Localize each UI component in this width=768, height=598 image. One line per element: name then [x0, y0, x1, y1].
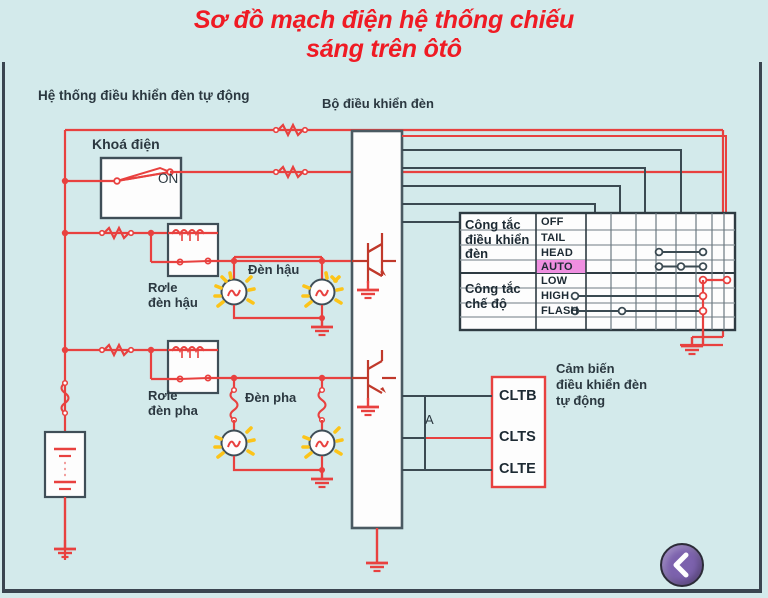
head-relay-label: Rơle đèn pha: [148, 388, 198, 418]
table-row-tail: TAIL: [541, 232, 566, 244]
table-group-mode-switch: Công tắc chế độ: [465, 281, 521, 311]
table-row-auto: AUTO: [541, 261, 573, 273]
node-a-label: A: [425, 412, 434, 427]
sensor-caption-label: Cảm biến điều khiển đèn tự động: [556, 361, 648, 408]
table-row-low: LOW: [541, 275, 568, 287]
slide-title: Sơ đồ mạch điện hệ thống chiếu sáng trên…: [193, 6, 575, 63]
chevron-left-icon: [673, 552, 689, 578]
ignition-on-label: ON: [158, 171, 179, 186]
sensor-pin-clts: CLTS: [499, 429, 536, 445]
auto-light-system-label: Hệ thống điều khiển đèn tự động: [38, 88, 250, 103]
back-button[interactable]: [660, 543, 704, 587]
table-group-light-switch: Công tắc điều khiển đèn: [465, 217, 530, 261]
ignition-switch-label: Khoá điện: [92, 136, 160, 152]
sensor-pin-cltb: CLTB: [499, 388, 537, 404]
head-lamp-label: Đèn pha: [245, 390, 297, 405]
tail-lamp-label: Đèn hậu: [248, 262, 300, 277]
light-control-unit-label: Bộ điều khiển đèn: [322, 96, 434, 111]
sensor-pin-clte: CLTE: [499, 461, 536, 477]
table-row-flash: FLASH: [541, 305, 579, 317]
table-row-high: HIGH: [541, 290, 570, 302]
tail-relay-label: Rơle đèn hậu: [148, 280, 198, 310]
table-row-head: HEAD: [541, 247, 573, 259]
table-row-off: OFF: [541, 216, 564, 228]
